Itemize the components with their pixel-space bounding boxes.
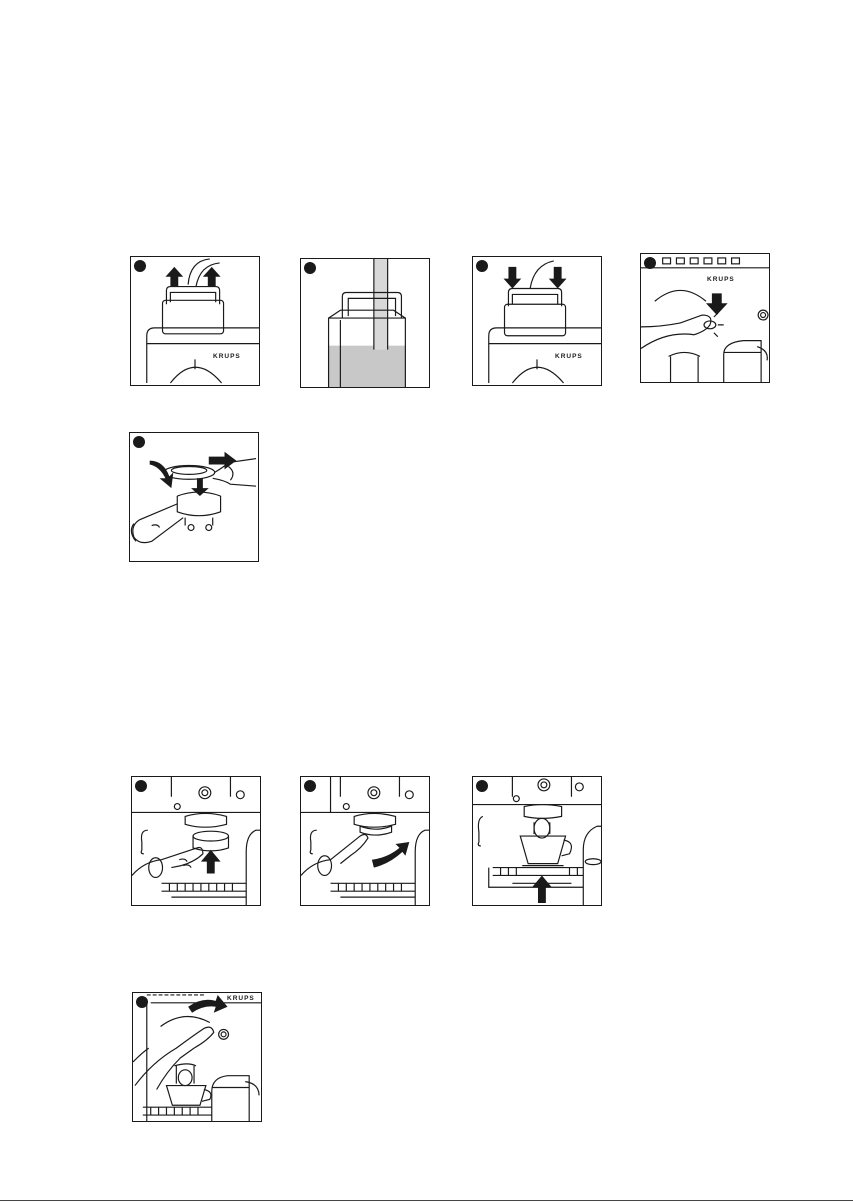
bottom-rule xyxy=(0,1200,853,1201)
panel-lock-filter-holder xyxy=(300,776,430,906)
panel-fill-tank xyxy=(300,258,430,388)
press-power-illustration xyxy=(641,254,769,382)
remove-tank-illustration xyxy=(131,257,259,385)
replace-tank-illustration xyxy=(473,257,601,385)
brand-label: KRUPS xyxy=(555,353,583,360)
lock-filter-holder-illustration xyxy=(301,777,429,905)
panel-turn-selector: KRUPS xyxy=(132,992,262,1122)
brand-label: KRUPS xyxy=(213,353,241,360)
panel-remove-tank: KRUPS xyxy=(130,256,260,386)
panel-attach-filter-holder xyxy=(131,776,261,906)
insert-pod-illustration xyxy=(130,433,258,561)
brand-label: KRUPS xyxy=(227,995,255,1002)
panel-insert-pod xyxy=(129,432,259,562)
place-cup-illustration xyxy=(473,777,601,905)
turn-selector-illustration xyxy=(133,993,261,1121)
attach-filter-holder-illustration xyxy=(132,777,260,905)
panel-replace-tank: KRUPS xyxy=(472,256,602,386)
panel-press-power: KRUPS xyxy=(640,253,770,383)
panel-place-cup xyxy=(472,776,602,906)
fill-tank-illustration xyxy=(301,259,429,387)
brand-label: KRUPS xyxy=(707,276,735,283)
